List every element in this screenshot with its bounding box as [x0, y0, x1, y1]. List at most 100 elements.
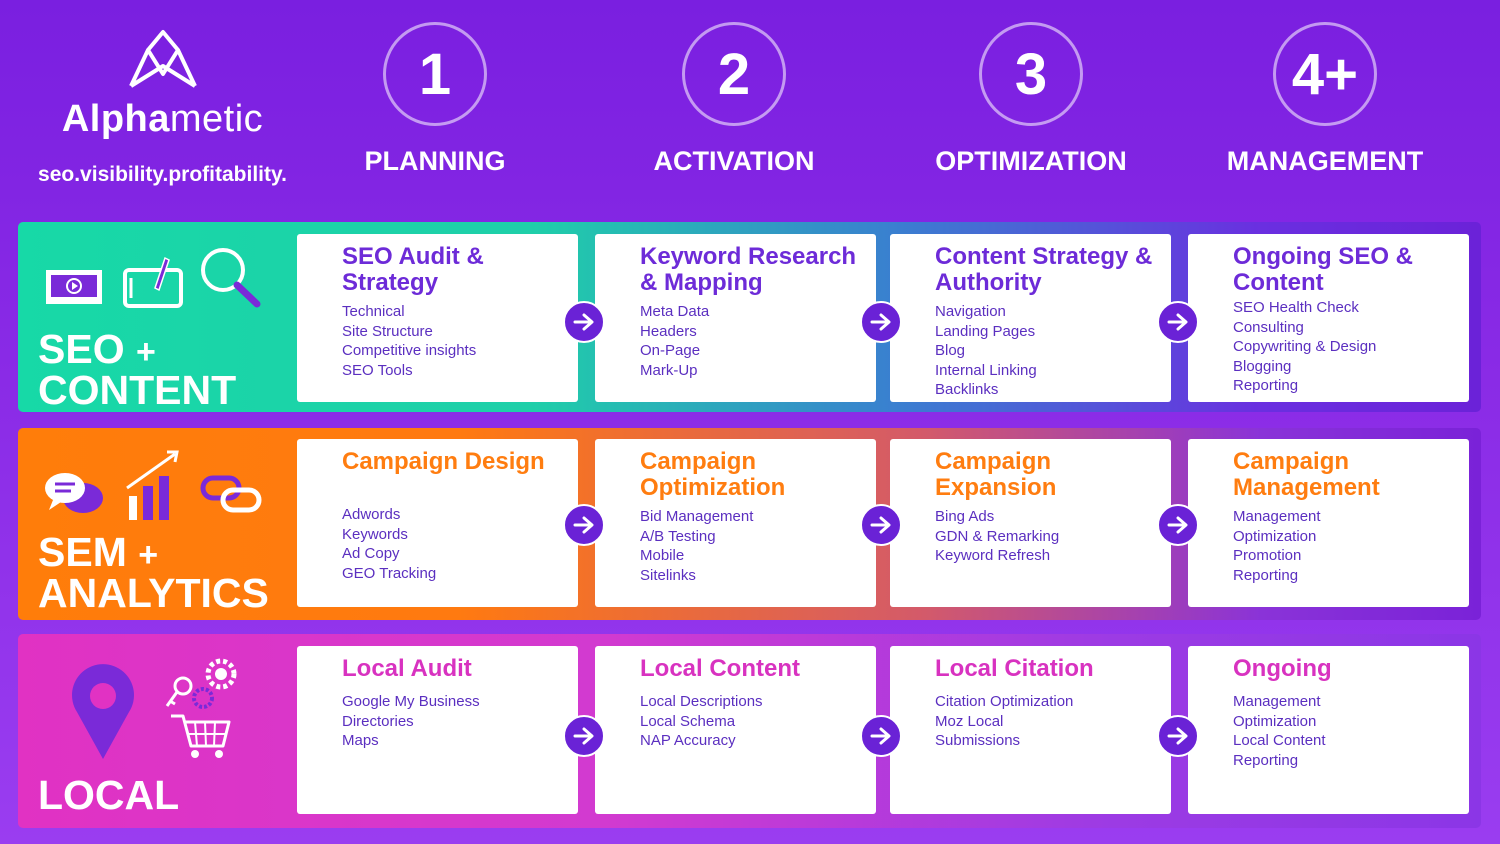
list-item: Technical [342, 303, 405, 320]
video-player-icon [46, 270, 102, 304]
list-item: Bing Ads [935, 508, 995, 525]
arrow-right-icon [860, 301, 902, 343]
card-title: Campaign Management [1233, 448, 1380, 501]
list-item: Blog [935, 342, 966, 359]
arrow-right-icon [1157, 504, 1199, 546]
phase-activation: 2 ACTIVATION [614, 22, 854, 177]
phase-planning: 1 PLANNING [315, 22, 555, 177]
brand-logo: Alphametic seo.visibility.profitability. [30, 20, 295, 187]
arrow-right-icon [563, 301, 605, 343]
list-item: Management [1233, 508, 1321, 525]
list-item: SEO Health Check [1233, 299, 1359, 316]
arrow-right-icon [860, 504, 902, 546]
brand-name: Alphametic [61, 98, 264, 140]
card-keyword-research: Keyword Research & Mapping Meta Data Hea… [595, 234, 876, 402]
card-campaign-optimization: Campaign Optimization Bid Management A/B… [595, 439, 876, 607]
crown-m-logo-icon [128, 30, 197, 88]
list-item: Citation Optimization [935, 693, 1074, 710]
phase-name: MANAGEMENT [1226, 146, 1424, 176]
phase-name: PLANNING [364, 146, 506, 176]
list-item: Mobile [640, 547, 685, 564]
list-item: Mark-Up [640, 361, 698, 379]
card-local-ongoing: Ongoing Management Optimization Local Co… [1188, 646, 1469, 814]
list-item: Sitelinks [640, 566, 696, 584]
list-item: Keywords [342, 525, 408, 543]
card-title: Campaign Design [342, 448, 545, 475]
list-item: Directories [342, 712, 414, 730]
list-item: Competitive insights [342, 342, 477, 359]
list-item: Keyword Refresh [935, 547, 1051, 564]
list-item: Submissions [935, 732, 1021, 749]
card-title: Keyword Research & Mapping [640, 243, 857, 296]
list-item: Bid Management [640, 508, 754, 525]
arrow-right-icon [563, 504, 605, 546]
list-item: Optimization [1233, 527, 1317, 545]
card-title: Local Content [640, 655, 800, 682]
list-item: On-Page [640, 342, 701, 359]
list-item: Adwords [342, 506, 401, 523]
list-item: Internal Linking [935, 361, 1037, 379]
list-item: Navigation [935, 303, 1006, 320]
phase-number: 4+ [1273, 22, 1377, 126]
list-item: Blogging [1233, 357, 1292, 375]
phase-name: OPTIMIZATION [935, 146, 1127, 176]
arrow-right-icon [563, 715, 605, 757]
phase-number: 3 [979, 22, 1083, 126]
list-item: Landing Pages [935, 322, 1036, 340]
card-seo-audit: SEO Audit & Strategy Technical Site Stru… [297, 234, 578, 402]
list-item: Site Structure [342, 322, 433, 340]
phase-management: 4+ MANAGEMENT [1205, 22, 1445, 177]
row-local: LOCAL Local Audit Google My Business Dir… [18, 634, 1481, 828]
row-sem-analytics: SEM + ANALYTICS Campaign Design Adwords … [18, 428, 1481, 620]
card-local-citation: Local Citation Citation Optimization Moz… [890, 646, 1171, 814]
list-item: GDN & Remarking [935, 527, 1060, 545]
list-item: Local Descriptions [640, 693, 763, 710]
list-item: Google My Business [342, 693, 480, 710]
card-local-content: Local Content Local Descriptions Local S… [595, 646, 876, 814]
card-title: Local Citation [935, 655, 1094, 682]
list-item: Management [1233, 693, 1321, 710]
card-title: Campaign Optimization [640, 448, 786, 501]
list-item: Optimization [1233, 712, 1317, 730]
card-campaign-expansion: Campaign Expansion Bing Ads GDN & Remark… [890, 439, 1171, 607]
list-item: NAP Accuracy [640, 732, 736, 749]
row-seo-content: SEO + CONTENT SEO Audit & Strategy Techn… [18, 222, 1481, 412]
phase-number: 1 [383, 22, 487, 126]
list-item: Reporting [1233, 751, 1299, 769]
list-item: Moz Local [935, 712, 1004, 730]
card-title: Ongoing [1233, 655, 1332, 682]
magnifier-icon [201, 248, 261, 308]
card-title: Campaign Expansion [935, 448, 1057, 501]
map-pin-icon [72, 664, 134, 759]
list-item: Local Content [1233, 732, 1326, 749]
card-title: Content Strategy & Authority [935, 243, 1153, 296]
card-campaign-management: Campaign Management Management Optimizat… [1188, 439, 1469, 607]
card-local-audit: Local Audit Google My Business Directori… [297, 646, 578, 814]
growth-chart-icon [126, 450, 179, 520]
list-item: Maps [342, 732, 379, 749]
list-item: Ad Copy [342, 545, 400, 562]
row-icons [43, 446, 283, 526]
list-item: Backlinks [935, 381, 999, 398]
card-content-strategy: Content Strategy & Authority Navigation … [890, 234, 1171, 402]
list-item: Headers [640, 322, 697, 340]
tablet-pen-icon [123, 256, 183, 308]
list-item: SEO Tools [342, 361, 413, 379]
card-title: Ongoing SEO & Content [1233, 243, 1413, 296]
list-item: GEO Tracking [342, 564, 437, 582]
card-ongoing-seo: Ongoing SEO & Content SEO Health Check C… [1188, 234, 1469, 402]
phase-number: 2 [682, 22, 786, 126]
phase-optimization: 3 OPTIMIZATION [911, 22, 1151, 177]
list-item: Reporting [1233, 377, 1299, 394]
brand-tagline: seo.visibility.profitability. [38, 163, 287, 186]
card-title: Local Audit [342, 655, 472, 682]
arrow-right-icon [860, 715, 902, 757]
arrow-right-icon [1157, 301, 1199, 343]
gears-icon [192, 658, 237, 709]
row-title: SEO + CONTENT [38, 326, 237, 413]
card-campaign-design: Campaign Design Adwords Keywords Ad Copy… [297, 439, 578, 607]
phase-name: ACTIVATION [653, 146, 815, 176]
chat-bubbles-icon [45, 473, 103, 513]
list-item: Promotion [1233, 547, 1302, 564]
card-title: SEO Audit & Strategy [342, 243, 484, 296]
